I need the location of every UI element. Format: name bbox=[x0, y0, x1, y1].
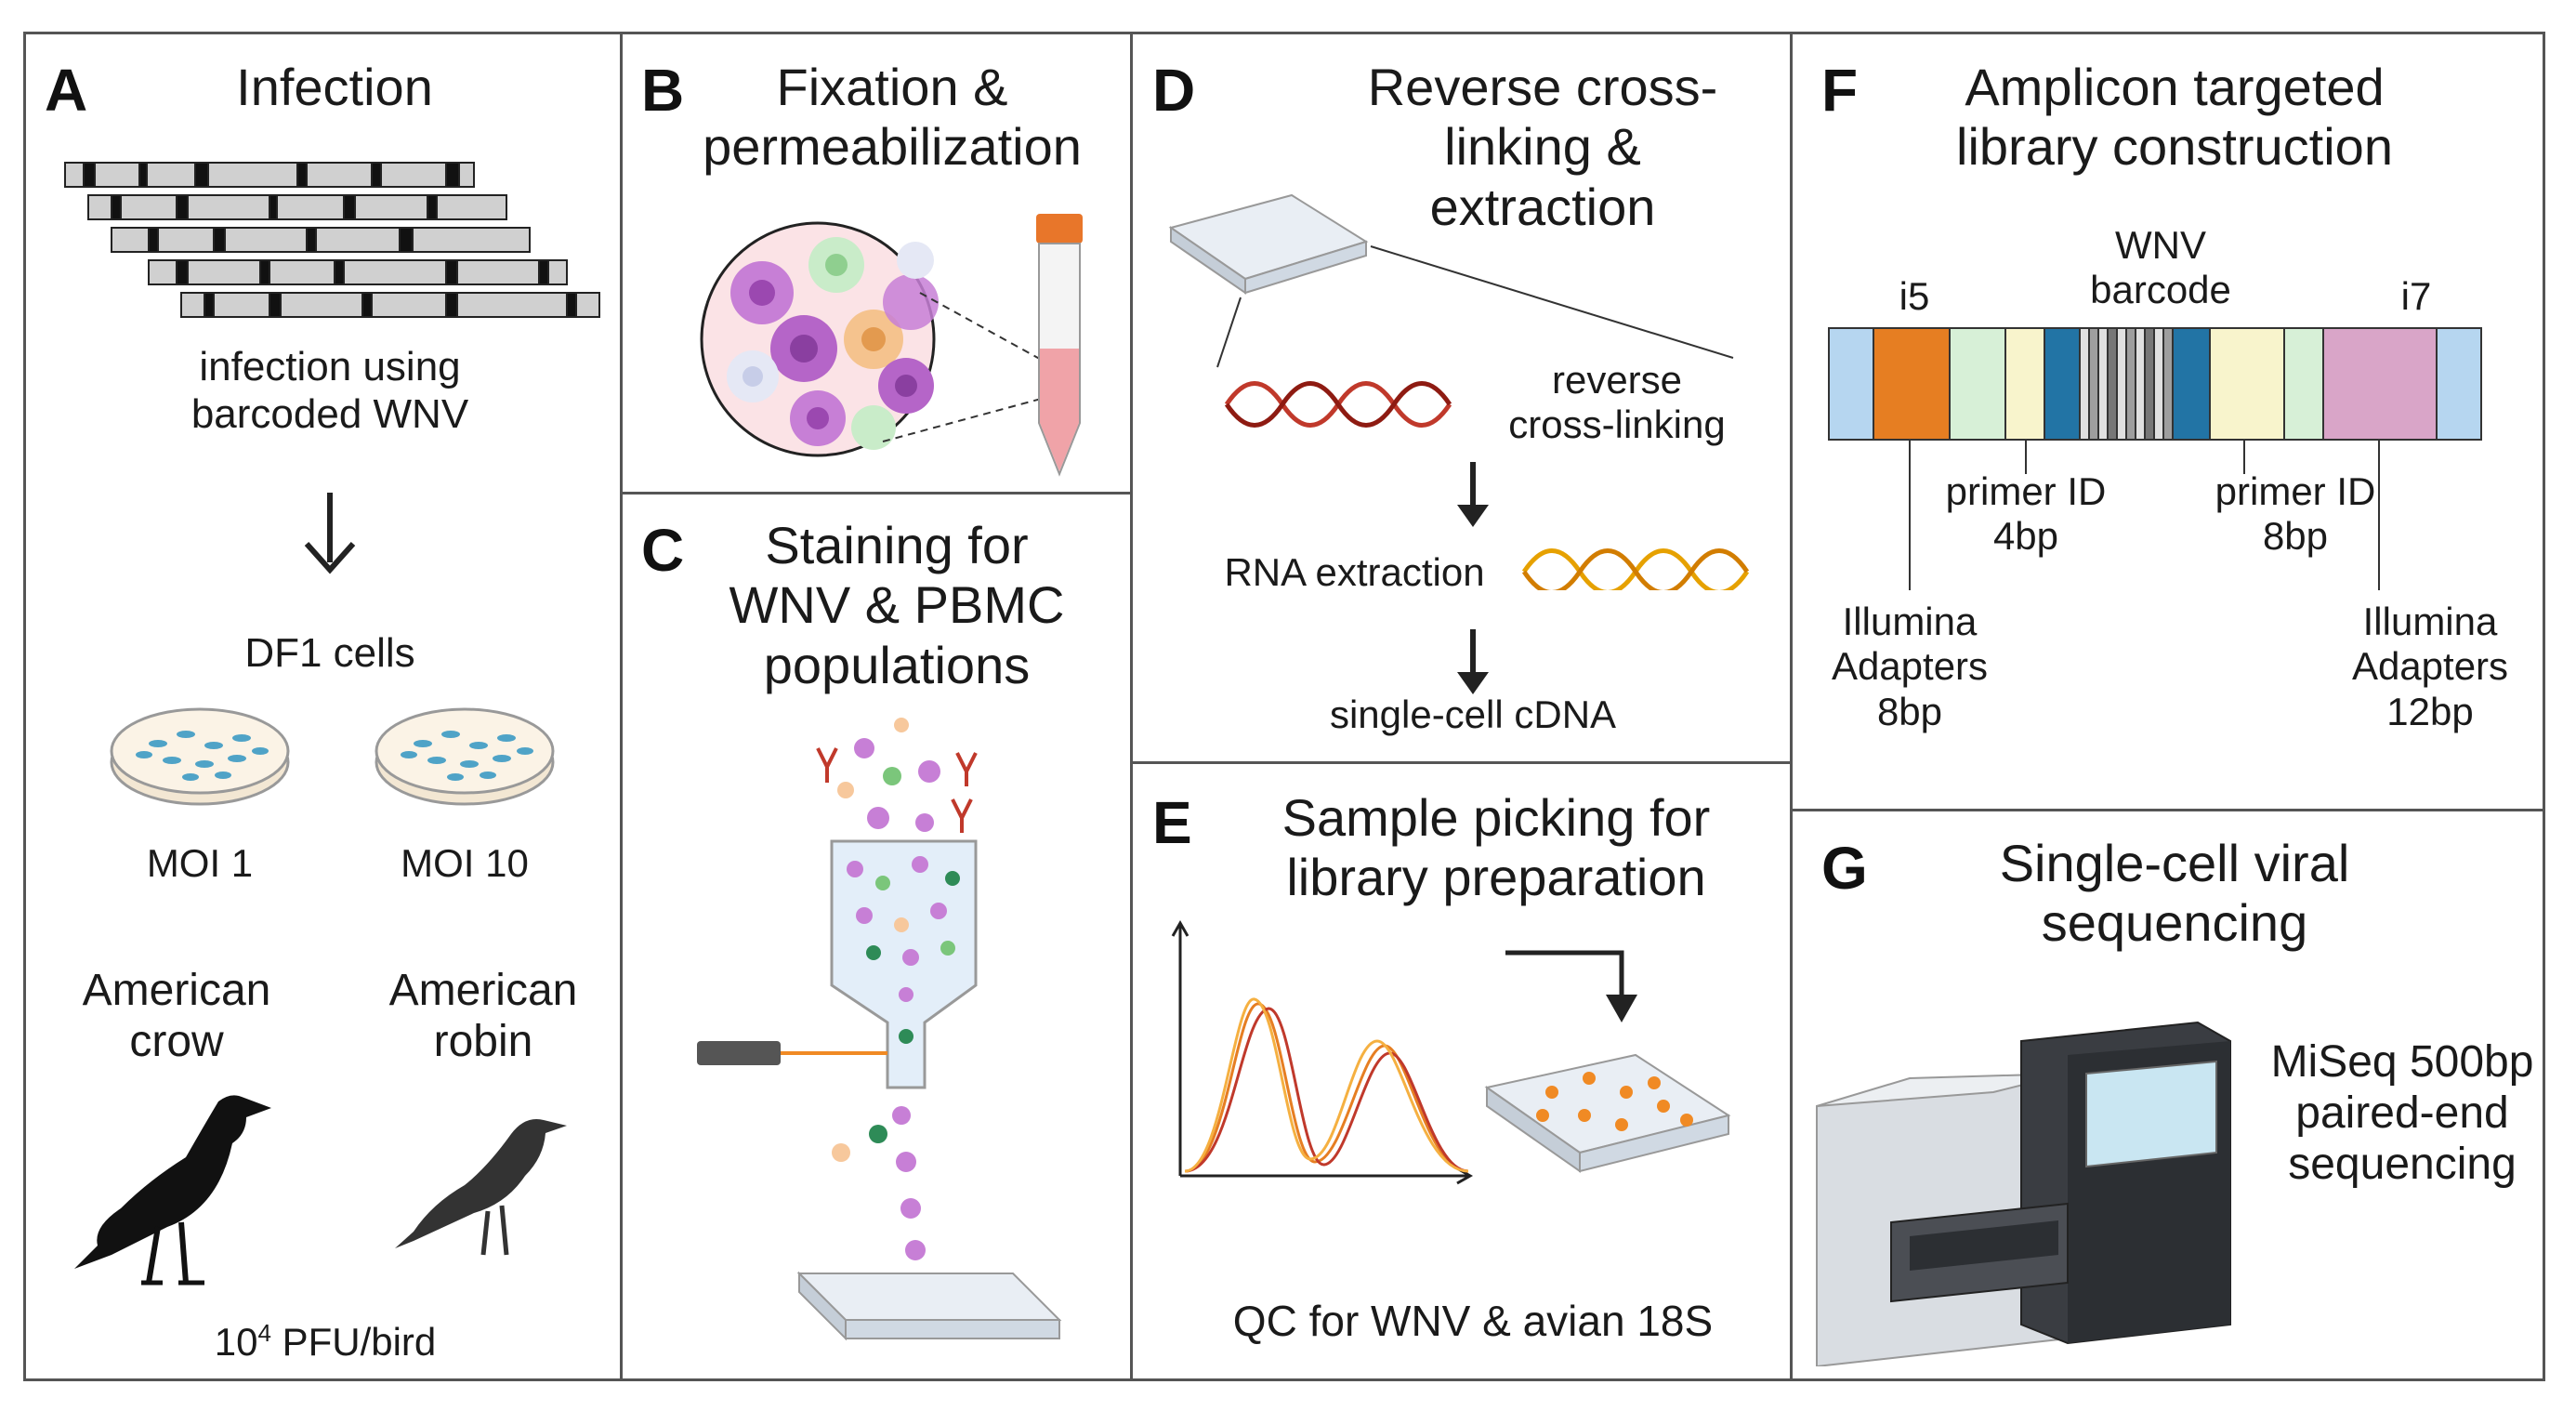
panel-a-letter: A bbox=[45, 57, 88, 124]
genome-strip bbox=[64, 162, 600, 318]
panel-b-title: Fixation & permeabilization bbox=[703, 58, 1082, 177]
arrow-down-icon bbox=[304, 493, 356, 574]
qc-curves-and-plate-illustration bbox=[1171, 919, 1731, 1185]
panel-d bbox=[1130, 32, 1793, 764]
panel-a-step1-text: infection using barcoded WNV bbox=[191, 344, 469, 437]
miseq-sequencer-illustration bbox=[1816, 1021, 2231, 1366]
panel-f-letter: F bbox=[1821, 57, 1859, 124]
primer-id-8bp-label: primer ID 8bp bbox=[2215, 469, 2376, 559]
panel-d-title: Reverse cross-linking & extraction bbox=[1367, 58, 1718, 236]
panel-c-letter: C bbox=[641, 517, 685, 584]
dose-base: 10 bbox=[214, 1320, 258, 1364]
panel-g-letter: G bbox=[1821, 835, 1868, 902]
i5-label: i5 bbox=[1899, 274, 1930, 318]
i7-label: i7 bbox=[2400, 274, 2432, 318]
orange-dna-helix-icon bbox=[1521, 548, 1750, 590]
panel-f-title: Amplicon targeted library construction bbox=[1956, 58, 2393, 177]
cell-drops bbox=[837, 718, 940, 832]
petri-dish-moi10 bbox=[375, 707, 555, 806]
arrow-down-icon-d2 bbox=[1457, 629, 1489, 694]
panel-d-step1-text: reverse cross-linking bbox=[1508, 358, 1726, 447]
petri-dish-moi1 bbox=[110, 707, 290, 806]
wnv-barcode-label: WNV barcode bbox=[2090, 223, 2231, 312]
american-robin-label: American robin bbox=[388, 966, 578, 1067]
moi-10-label: MOI 10 bbox=[401, 841, 529, 885]
qc-curves bbox=[1184, 997, 1469, 1173]
panel-d-letter: D bbox=[1152, 57, 1196, 124]
panel-c-title: Staining for WNV & PBMC populations bbox=[729, 516, 1065, 694]
bent-arrow-icon bbox=[1505, 950, 1624, 1004]
moi-1-label: MOI 1 bbox=[146, 841, 254, 885]
flow-cytometer-sorting-illustration bbox=[697, 718, 1062, 1341]
plot-axes bbox=[1171, 919, 1474, 1185]
illumina-adapters-8bp-label: Illumina Adapters 8bp bbox=[1831, 600, 1989, 733]
panel-d-step3-text: single-cell cDNA bbox=[1329, 692, 1617, 736]
panel-d-step2-text: RNA extraction bbox=[1224, 550, 1485, 594]
dose-label: 104 PFU/bird bbox=[139, 1319, 511, 1365]
dose-exponent: 4 bbox=[257, 1319, 271, 1347]
panel-g-title: Single-cell viral sequencing bbox=[1999, 834, 2350, 953]
panel-b-letter: B bbox=[641, 57, 685, 124]
panel-e-title: Sample picking for library preparation bbox=[1281, 788, 1711, 907]
amplicon-construct-diagram bbox=[1828, 327, 2482, 590]
red-dna-helix-icon bbox=[1224, 381, 1452, 428]
robin-silhouette-icon bbox=[395, 1119, 567, 1256]
primer-id-4bp-label: primer ID 4bp bbox=[1945, 469, 2107, 559]
df1-cells-label: DF1 cells bbox=[244, 630, 415, 676]
panel-e-letter: E bbox=[1152, 789, 1192, 856]
plate-and-dna-illustration bbox=[1168, 193, 1750, 590]
fixed-cells-magnified-illustration bbox=[700, 214, 1083, 477]
panel-a-title: Infection bbox=[236, 58, 433, 116]
arrow-down-icon-d1 bbox=[1457, 462, 1489, 527]
barcoded-genomes-illustration bbox=[64, 162, 600, 318]
american-crow-label: American crow bbox=[82, 966, 271, 1067]
dose-unit: PFU/bird bbox=[270, 1320, 437, 1364]
panel-e-qc-text: QC for WNV & avian 18S bbox=[1232, 1297, 1714, 1345]
crow-silhouette-icon bbox=[74, 1095, 271, 1286]
miseq-description: MiSeq 500bp paired-end sequencing bbox=[2270, 1037, 2534, 1190]
antibody-icon bbox=[816, 747, 978, 833]
illumina-adapters-12bp-label: Illumina Adapters 12bp bbox=[2351, 600, 2509, 733]
